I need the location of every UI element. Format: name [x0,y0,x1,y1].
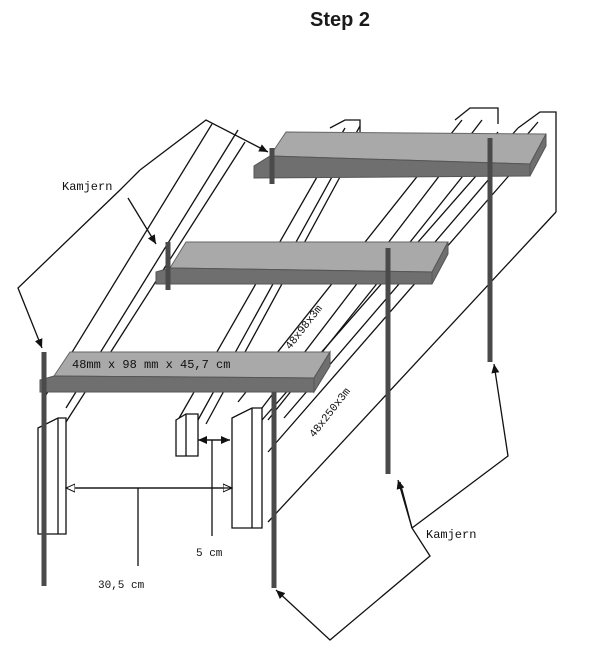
gap-label: 5 cm [196,548,223,560]
step-title: Step 2 [310,9,370,31]
spacing-dimension [66,488,232,566]
kamjern-bottom-callout [275,363,509,641]
spacer-block [175,413,199,457]
front-posts [37,407,263,535]
joist-large-label: 48x250x3m [308,386,354,441]
kamjern-top-label: Kamjern [62,180,112,194]
plate-back [253,131,547,179]
kamjern-top-callout [17,119,269,349]
kamjern-rods [41,138,493,588]
kamjern-bottom-label: Kamjern [426,528,476,542]
plate-middle [155,241,449,285]
plate-dimension-label: 48mm x 98 mm x 45,7 cm [72,358,230,372]
right-post [231,407,263,529]
plate-front [39,350,331,394]
spacing-label: 30,5 cm [98,580,145,592]
joist-small-label: 48x98x3m [284,303,326,352]
